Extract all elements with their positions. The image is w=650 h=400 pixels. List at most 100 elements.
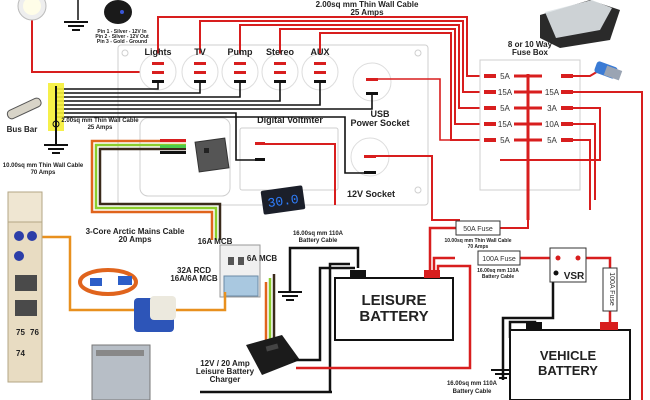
light-icon [17,0,47,21]
vehicle-battery-label-1: VEHICLE [540,348,597,363]
switch-lights[interactable] [139,53,177,91]
fuse-box-title-2: Fuse Box [512,48,549,57]
ground-symbol-bus [44,128,68,154]
fuse-right-4: 10A [545,120,560,129]
switch-label-stereo: Stereo [266,47,295,57]
fuse-50a-cable-2: 70 Amps [468,244,489,250]
hookup-cable [40,235,227,312]
fuse-100a [477,250,521,266]
mains-socket-icon [194,137,230,173]
usb-label-1: USB [370,109,390,119]
socket-12v-label: 12V Socket [347,189,395,199]
fuse-box-title-1: 8 or 10 Way [508,40,553,49]
fuse-terminal [484,90,496,94]
top-cable-label-1: 2.00sq mm Thin Wall Cable [316,0,419,9]
fuse-terminal [484,138,496,142]
switch-label-pump: Pump [227,47,253,57]
fuse-terminal [484,106,496,110]
ground-cable-label-1: 10.00sq mm Thin Wall Cable [3,163,84,169]
ground-cable-label-2: 70 Amps [31,170,56,176]
charger-label-1: 12V / 20 Amp [200,359,250,368]
fuse-50a-label: 50A Fuse [463,226,493,233]
ground-symbol-light [64,21,88,31]
fuse-terminal [561,90,573,94]
mains-cable-label-2: 20 Amps [118,235,152,244]
fuse-terminal [484,74,496,78]
mains-cable [90,139,276,340]
voltmeter-reading: 30.0 [267,192,300,211]
fuse-terminal [484,122,496,126]
fuse-left-2: 15A [498,88,513,97]
leisure-battery-label-1: LEISURE [361,292,426,309]
vsr-label: VSR [564,271,585,282]
battery-charger [246,335,300,375]
post-number-76: 76 [30,328,39,337]
switch-label-tv: TV [194,47,206,57]
leisure-ground-label-1: 16.00sq mm 110A [293,231,344,237]
vsr-relay [549,247,587,283]
pin3-label: Pin 3 - Gold - Ground [97,39,147,45]
ground-symbol-leisure [278,291,302,301]
switch-aux[interactable] [301,53,339,91]
bus-cable-label-1: 2.00sq mm Thin Wall Cable [61,118,139,124]
hookup-lead-icon [78,268,138,296]
fuse-terminal [561,138,573,142]
fuse-output-wires [500,69,643,400]
voltmeter-label: Digital Voltmter [257,115,323,125]
bus-bar-label: Bus Bar [7,125,38,134]
fuse-terminal [561,74,573,78]
voltmeter-box [239,127,339,191]
mains-cable-label-1: 3-Core Arctic Mains Cable [86,227,185,236]
fuse-right-5: 5A [547,136,557,145]
vehicle-battery-label-2: BATTERY [538,363,598,378]
fuse-left-4: 15A [498,120,513,129]
mcb6-label: 6A MCB [247,254,278,263]
rocker-switch-icon [104,0,132,24]
leisure-battery-label-2: BATTERY [359,308,428,325]
switch-tv[interactable] [181,53,219,91]
pin2-label: Pin 2 - Silver - 12V Out [95,34,149,40]
vehicle-ground-label-2: Battery Cable [453,389,492,395]
usb-label-2: Power Socket [350,118,409,128]
voltmeter-display: 30.0 [260,185,306,215]
fuse-right-3: 3A [547,104,557,113]
fuse-50a [455,220,501,236]
fuse-left-1: 5A [500,72,510,81]
bus-bar-icon [6,97,42,120]
vehicle-battery [509,322,631,400]
switch-label-aux: AUX [310,47,329,57]
charger-label-2: Leisure Battery [196,367,255,376]
leisure-battery [334,270,454,341]
accessory-positive-wires [265,78,490,221]
socket-12v[interactable] [350,137,390,177]
fuse-terminal [561,106,573,110]
switch-group: Lights TV Pump Stereo AUX [139,47,339,91]
inlet-icon [134,296,176,332]
charger-label-3: Charger [210,375,241,384]
bus-cable-label-2: 25 Amps [88,125,113,131]
fuse-50a-cable-1: 10.00sq mm Thin Wall Cable [444,238,511,244]
fridge-icon [91,344,151,400]
rcd-label-2: 16A/6A MCB [170,274,217,283]
fuse-100a-vertical-label: 100A Fuse [608,272,615,306]
vehicle-ground-label-1: 16.00sq mm 110A [447,381,498,387]
post-number-75: 75 [16,328,25,337]
hookup-post [7,191,43,383]
switch-label-lights: Lights [145,47,172,57]
pin1-label: Pin 1 - Silver - 12V In [97,29,146,35]
consumer-unit[interactable] [219,244,261,298]
fuse-100a-cable-1: 16.00sq mm 110A [477,268,519,274]
fuse-box-photo [540,0,620,48]
post-number-74: 74 [16,349,25,358]
fuse-terminal [561,122,573,126]
top-cable-label-2: 25 Amps [350,8,384,17]
fuse-100a-cable-2: Battery Cable [482,274,514,280]
fuse-left-3: 5A [500,104,510,113]
leisure-ground-label-2: Battery Cable [299,238,338,244]
fuse-100a-label: 100A Fuse [482,256,516,263]
mcb16-label: 16A MCB [198,237,233,246]
negative-bundle [56,82,373,174]
fuse-right-2: 15A [545,88,560,97]
